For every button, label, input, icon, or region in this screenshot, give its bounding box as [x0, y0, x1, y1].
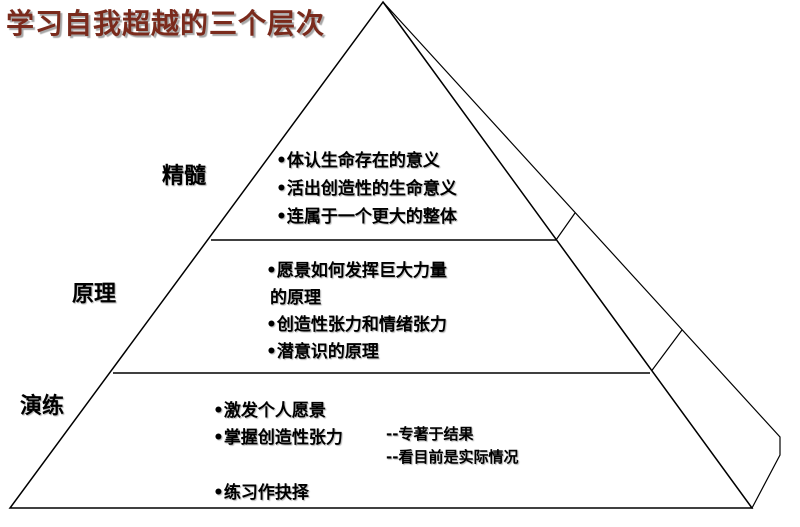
level-label-principle: 原理: [72, 282, 117, 307]
page-title: 学习自我超越的三个层次: [6, 7, 326, 40]
principle-item-2: •创造性张力和情绪张力: [266, 315, 447, 335]
essence-item-2: •活出创造性的生命意义: [276, 179, 457, 199]
practice-item-1: •激发个人愿景: [213, 401, 326, 421]
pyramid-front-face: [8, 0, 754, 509]
essence-item-1: •体认生命存在的意义: [276, 151, 440, 171]
side-face-divider-bottom: [649, 329, 683, 374]
side-face-divider-top: [555, 212, 576, 241]
principle-item-1: •愿景如何发挥巨大力量: [266, 261, 447, 281]
practice-item-2: •掌握创造性张力: [213, 428, 343, 448]
practice-item-3: •练习作抉择: [213, 483, 309, 503]
level-label-essence: 精髓: [162, 164, 207, 189]
principle-item-1-cont: 的原理: [270, 288, 321, 308]
level-label-practice: 演练: [20, 394, 65, 419]
practice-sub-item-2: --看目前是实际情况: [386, 448, 519, 466]
essence-item-3: •连属于一个更大的整体: [276, 207, 457, 227]
practice-sub-item-1: --专著于结果: [386, 425, 474, 443]
principle-item-3: •潜意识的原理: [266, 342, 379, 362]
